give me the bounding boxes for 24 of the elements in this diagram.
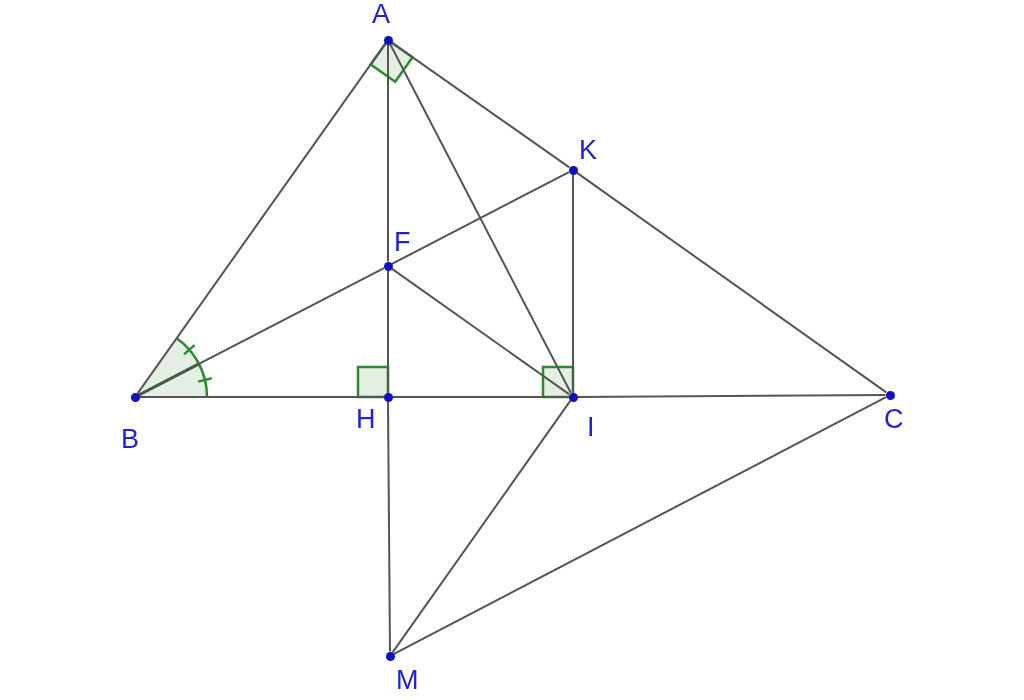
line-segment [390,267,571,396]
line-segment [387,400,391,653]
point-label: B [121,425,139,453]
line-segment [390,41,571,169]
point-label: M [396,666,419,694]
line-segment [387,43,389,263]
line-segment [389,43,572,394]
point-label: I [587,413,595,441]
line-segment [391,399,572,654]
line-segment [576,394,887,398]
line-segment [575,171,888,394]
line-segment [136,42,387,395]
line-segment [391,396,570,398]
line-segment [391,171,570,265]
point-label: A [372,0,390,28]
line-segment [393,396,887,655]
line-segment [572,173,574,394]
line-segment [138,396,385,398]
line-segment [138,267,385,396]
point-label: F [394,228,411,256]
line-segment [387,269,389,394]
point-label: K [579,136,597,164]
point-label: C [884,405,904,433]
point-label: H [356,405,376,433]
